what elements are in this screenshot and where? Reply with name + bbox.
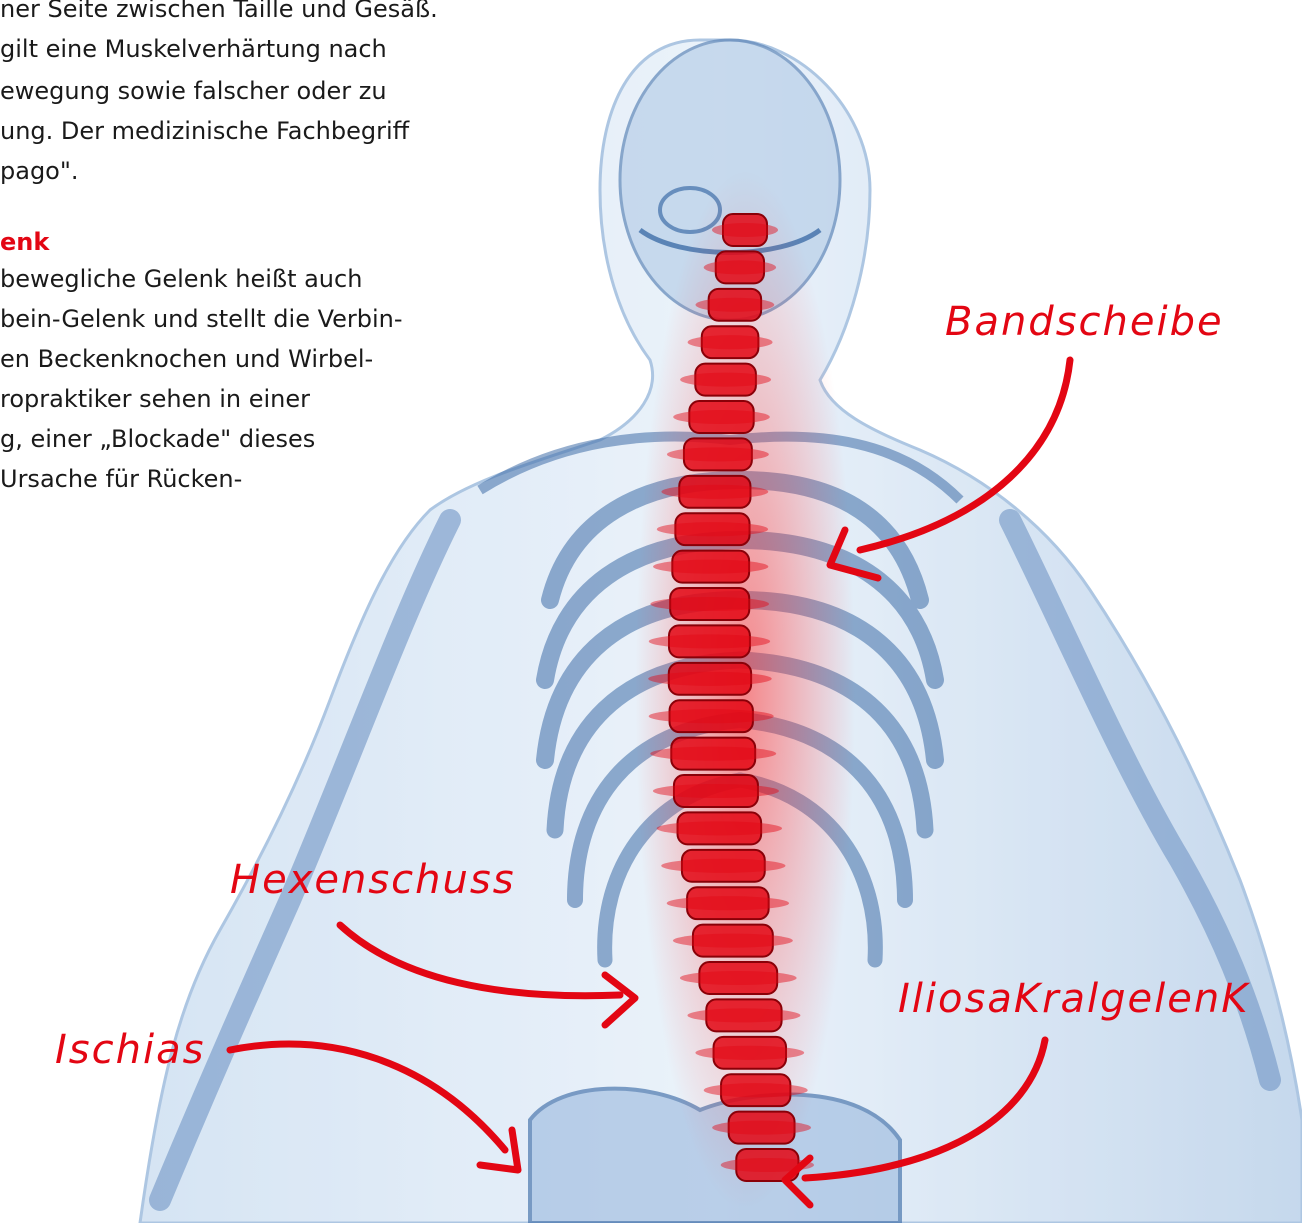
vertebra-process	[688, 335, 773, 349]
vertebra-process	[680, 373, 771, 387]
vertebra-process	[712, 223, 778, 237]
vertebra-process	[673, 934, 793, 948]
label-hexenschuss: Hexenschuss	[230, 857, 516, 903]
vertebra-process	[687, 1008, 800, 1022]
vertebra-process	[653, 784, 779, 798]
vertebra-process	[653, 560, 768, 574]
label-ischias: Ischias	[55, 1027, 205, 1073]
vertebra-process	[649, 634, 770, 648]
vertebra-process	[695, 1046, 804, 1060]
vertebra-process	[648, 672, 772, 686]
vertebra-process	[650, 597, 769, 611]
vertebra-process	[667, 447, 769, 461]
vertebra-process	[650, 747, 776, 761]
label-bandscheibe: Bandscheibe	[945, 299, 1224, 345]
vertebra-process	[661, 485, 768, 499]
vertebra-process	[704, 1083, 808, 1097]
vertebra-process	[657, 821, 782, 835]
vertebra-process	[696, 298, 775, 312]
vertebra-process	[673, 410, 770, 424]
vertebra-process	[667, 896, 789, 910]
vertebra-process	[661, 859, 785, 873]
label-iliosakralgelenk: IliosaKralgelenK	[898, 976, 1250, 1022]
vertebra-process	[649, 709, 774, 723]
vertebra-process	[657, 522, 768, 536]
vertebra-process	[704, 260, 776, 274]
vertebra-process	[712, 1121, 811, 1135]
vertebra-process	[680, 971, 797, 985]
